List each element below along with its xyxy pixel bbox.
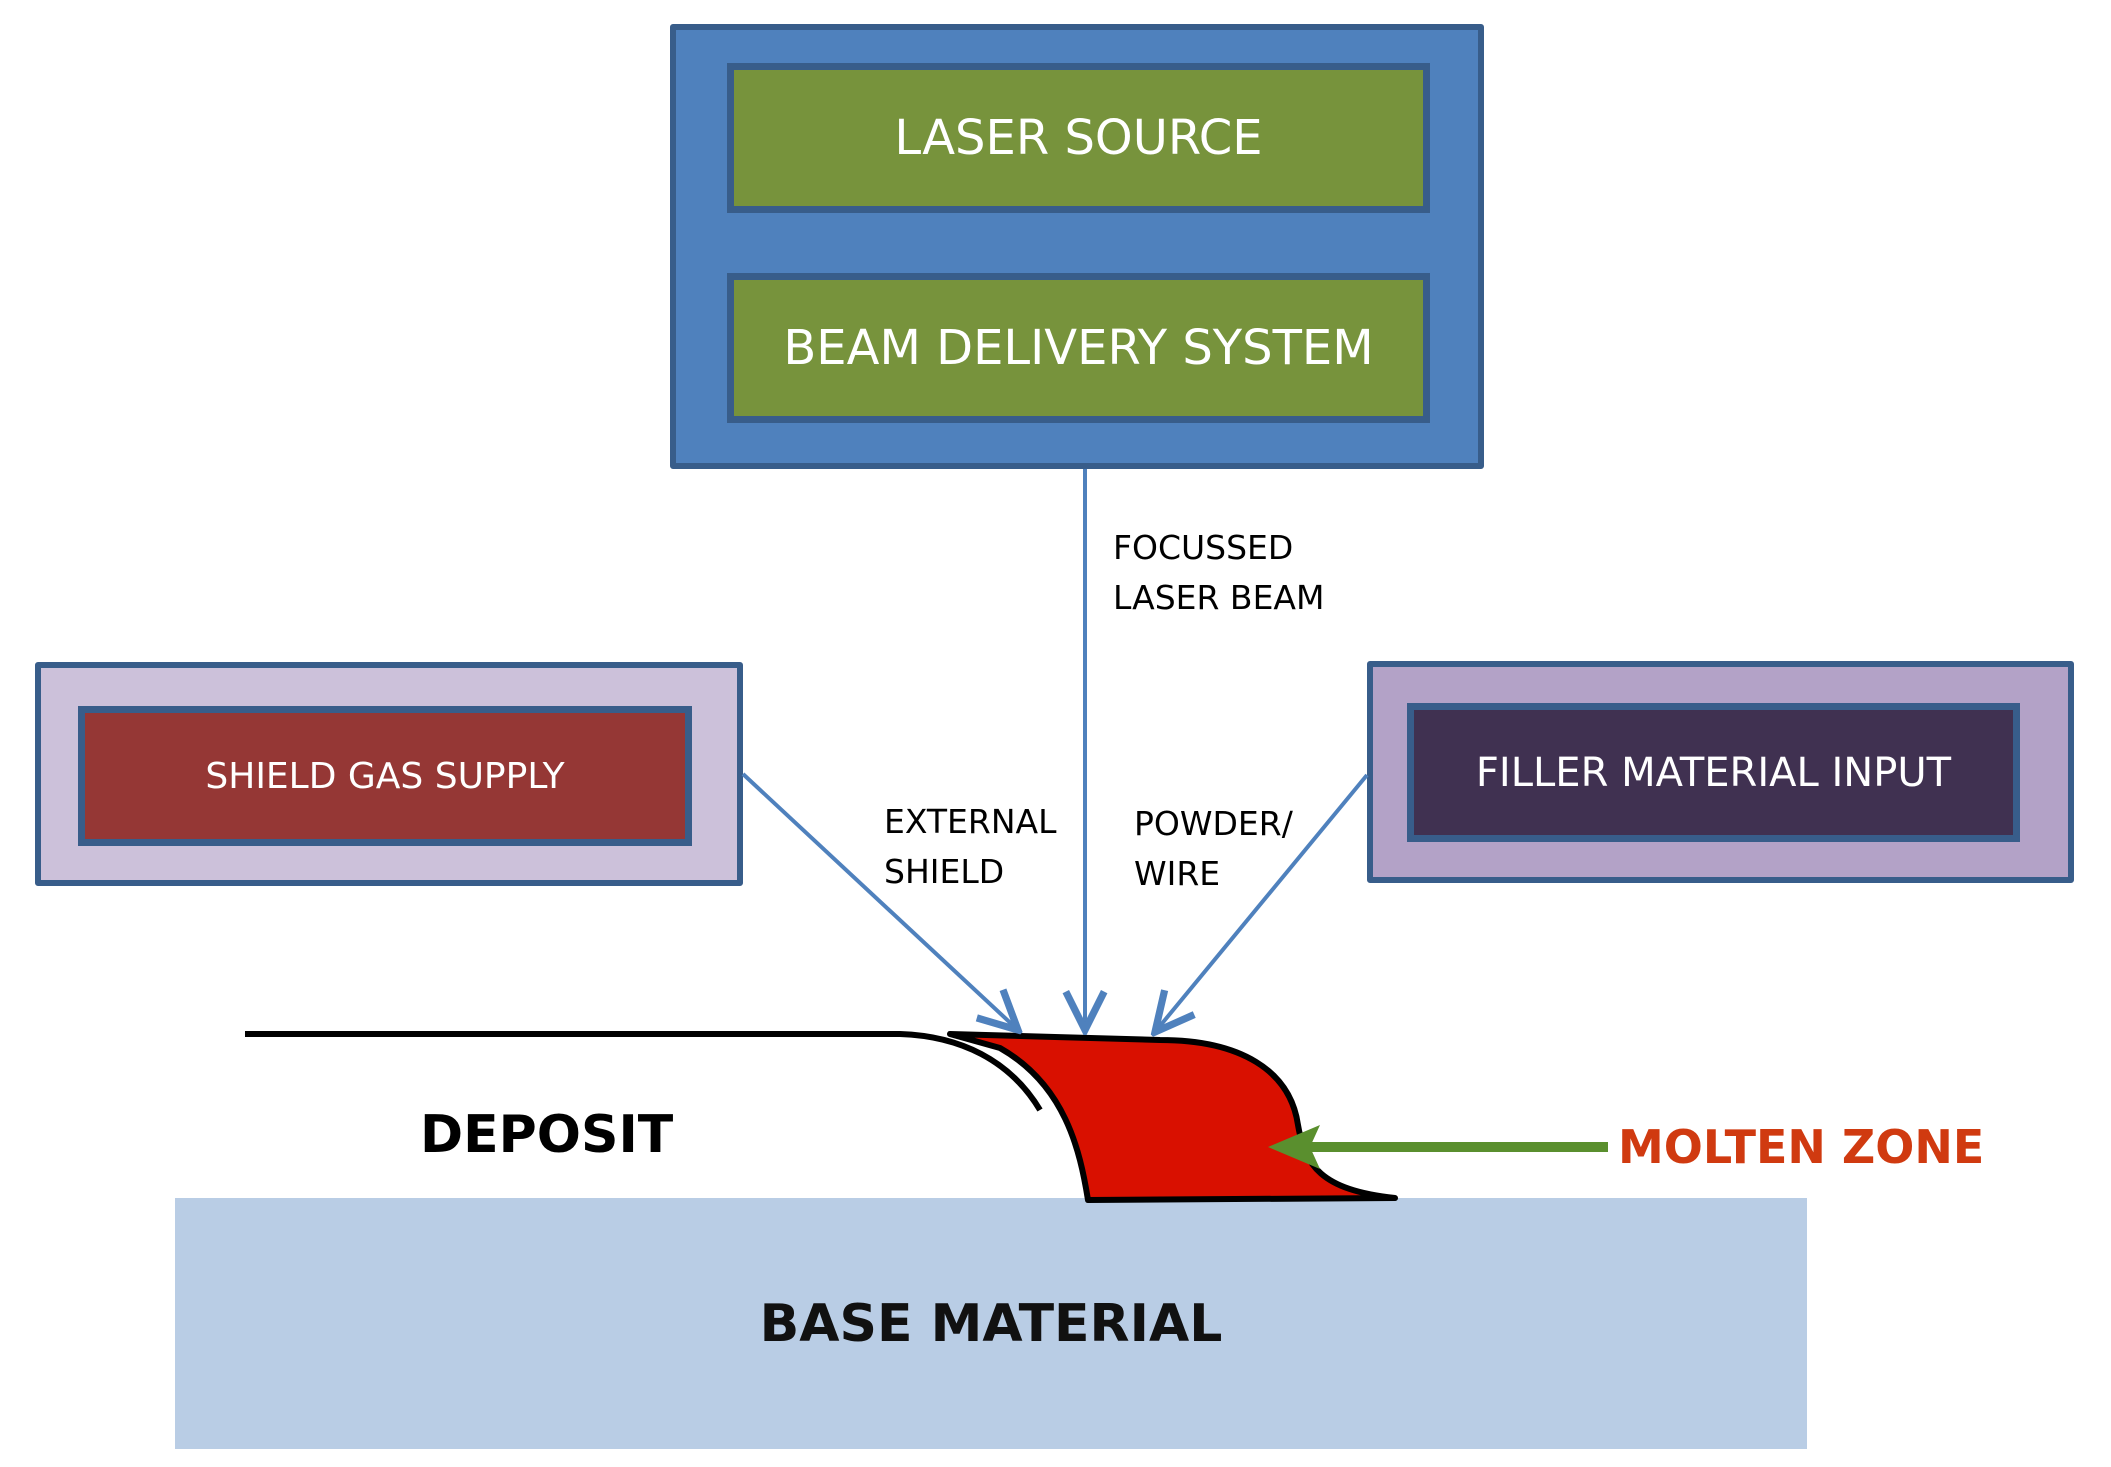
focussed-beam-label-line1: FOCUSSED [1113, 528, 1294, 567]
filler-arrow [1155, 773, 1369, 1032]
filler-block: FILLER MATERIAL INPUT [1407, 703, 2020, 842]
molten-zone-label: MOLTEN ZONE [1618, 1120, 1985, 1174]
laser-source-block: LASER SOURCE [727, 63, 1430, 213]
shield-gas-block: SHIELD GAS SUPPLY [78, 706, 692, 846]
filler-label: FILLER MATERIAL INPUT [1475, 749, 1952, 796]
powder-wire-label: POWDER/ WIRE [1134, 799, 1293, 899]
deposit-surface-line [245, 1031, 1043, 1112]
external-shield-label-line1: EXTERNAL [884, 802, 1057, 841]
shield-gas-arrow [741, 772, 1018, 1030]
external-shield-label: EXTERNAL SHIELD [884, 797, 1056, 897]
focussed-beam-label-line2: LASER BEAM [1113, 578, 1325, 617]
molten-zone-shape [947, 1031, 1398, 1203]
beam-delivery-label: BEAM DELIVERY SYSTEM [783, 320, 1374, 376]
laser-source-label: LASER SOURCE [894, 110, 1263, 166]
molten-zone-pointer-head [1268, 1125, 1320, 1169]
focussed-beam-label: FOCUSSED LASER BEAM [1113, 523, 1324, 623]
external-shield-label-line2: SHIELD [884, 852, 1005, 891]
beam-delivery-block: BEAM DELIVERY SYSTEM [727, 273, 1430, 423]
base-material-label: BASE MATERIAL [759, 1293, 1223, 1354]
shield-gas-label: SHIELD GAS SUPPLY [205, 755, 565, 797]
powder-wire-label-line1: POWDER/ [1134, 804, 1293, 843]
powder-wire-label-line2: WIRE [1134, 854, 1221, 893]
base-material-block: BASE MATERIAL [175, 1198, 1807, 1449]
deposit-label: DEPOSIT [420, 1105, 674, 1165]
